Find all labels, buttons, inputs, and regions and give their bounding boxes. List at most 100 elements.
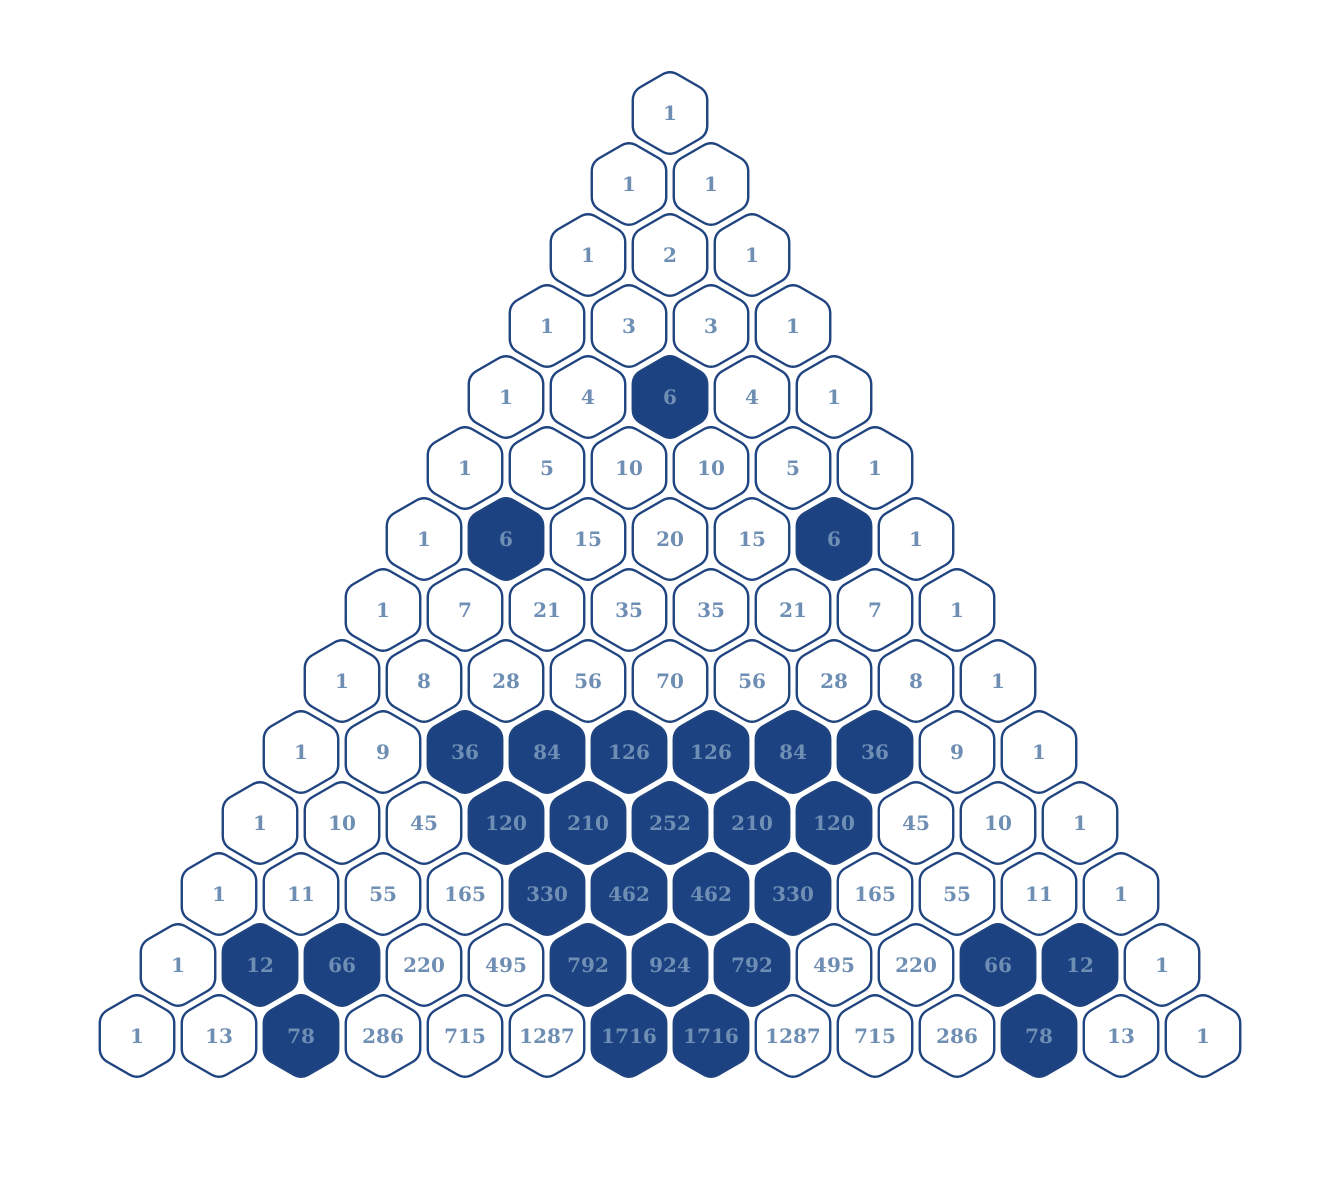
hex-shape [672,142,750,226]
hex-shape [836,994,914,1078]
hex-shape [1000,852,1078,936]
hex-cell-r1-c1: 1 [672,142,750,226]
hex-cell-r13-c2: 78 [262,994,340,1078]
hex-shape-highlighted [303,923,381,1007]
hex-cell-r8-c5: 56 [713,639,791,723]
hex-shape [795,355,873,439]
hex-cell-r7-c6: 7 [836,568,914,652]
hex-value-label: 78 [1025,1024,1053,1048]
hex-value-label: 4 [581,385,595,409]
hex-value-label: 84 [533,740,561,764]
hex-value-label: 1287 [519,1024,575,1048]
hex-value-label: 21 [779,598,807,622]
hex-cell-r9-c6: 84 [754,710,832,794]
hex-cell-r13-c4: 715 [426,994,504,1078]
hex-value-label: 10 [984,811,1012,835]
hex-cell-r11-c0: 1 [180,852,258,936]
hex-shape [1082,852,1160,936]
hex-cell-r5-c0: 1 [426,426,504,510]
hex-shape [508,426,586,510]
hex-value-label: 35 [615,598,643,622]
hex-shape [549,497,627,581]
hex-value-label: 210 [731,811,773,835]
hex-cell-r4-c3: 4 [713,355,791,439]
hex-cell-r12-c1: 12 [221,923,299,1007]
hex-shape [877,497,955,581]
hex-value-label: 1 [868,456,882,480]
hex-shape [385,781,463,865]
hex-value-label: 4 [745,385,759,409]
hex-value-label: 45 [902,811,930,835]
hex-value-label: 1287 [765,1024,821,1048]
hex-value-label: 1 [253,811,267,835]
hex-shape [672,426,750,510]
hex-cell-r6-c1: 6 [467,497,545,581]
hex-value-label: 3 [704,314,718,338]
hex-shape [877,923,955,1007]
hex-value-label: 8 [417,669,431,693]
hex-shape-highlighted [672,710,750,794]
hex-value-label: 1 [581,243,595,267]
hex-shape [713,213,791,297]
hex-value-label: 1 [376,598,390,622]
hex-shape [918,710,996,794]
hex-cell-r9-c5: 126 [672,710,750,794]
hex-shape-highlighted [1041,923,1119,1007]
hex-shape [1000,710,1078,794]
hex-shape-highlighted [836,710,914,794]
hex-value-label: 1 [663,101,677,125]
hex-cell-r11-c1: 11 [262,852,340,936]
hex-shape-highlighted [590,994,668,1078]
hex-shape-highlighted [508,852,586,936]
hex-cell-r10-c3: 120 [467,781,545,865]
hex-cell-r5-c5: 1 [836,426,914,510]
hex-cell-r7-c0: 1 [344,568,422,652]
hex-value-label: 330 [526,882,568,906]
hex-cell-r5-c4: 5 [754,426,832,510]
hex-value-label: 1 [950,598,964,622]
hex-cell-r9-c2: 36 [426,710,504,794]
hex-value-label: 36 [451,740,479,764]
hex-value-label: 1 [1155,953,1169,977]
hex-cell-r10-c6: 210 [713,781,791,865]
hex-shape [139,923,217,1007]
hex-shape [836,852,914,936]
hex-cell-r12-c0: 1 [139,923,217,1007]
hex-shape-highlighted [795,497,873,581]
hex-value-label: 9 [376,740,390,764]
hex-value-label: 12 [246,953,274,977]
hex-shape [262,852,340,936]
hex-cell-r10-c0: 1 [221,781,299,865]
hex-shape [1082,994,1160,1078]
hex-shape [754,426,832,510]
hex-shape [836,568,914,652]
hex-cell-r6-c0: 1 [385,497,463,581]
hex-cell-r13-c12: 13 [1082,994,1160,1078]
hex-cell-r13-c1: 13 [180,994,258,1078]
hex-shape [549,639,627,723]
hex-value-label: 126 [608,740,650,764]
hex-shape-highlighted [672,852,750,936]
hex-value-label: 9 [950,740,964,764]
hex-value-label: 13 [205,1024,233,1048]
hex-shape [672,568,750,652]
hex-shape-highlighted [754,710,832,794]
hex-value-label: 3 [622,314,636,338]
hex-cell-r5-c3: 10 [672,426,750,510]
hex-value-label: 1 [171,953,185,977]
hex-shape-highlighted [508,710,586,794]
hex-cell-r4-c1: 4 [549,355,627,439]
hex-value-label: 66 [328,953,356,977]
hex-cell-r9-c1: 9 [344,710,422,794]
hex-value-label: 1 [1032,740,1046,764]
hex-value-label: 12 [1066,953,1094,977]
hex-cell-r12-c6: 924 [631,923,709,1007]
hex-shape-highlighted [795,781,873,865]
hex-cell-r4-c2: 6 [631,355,709,439]
hex-value-label: 10 [328,811,356,835]
hex-value-label: 165 [854,882,896,906]
hex-shape [467,639,545,723]
hex-cell-r7-c1: 7 [426,568,504,652]
